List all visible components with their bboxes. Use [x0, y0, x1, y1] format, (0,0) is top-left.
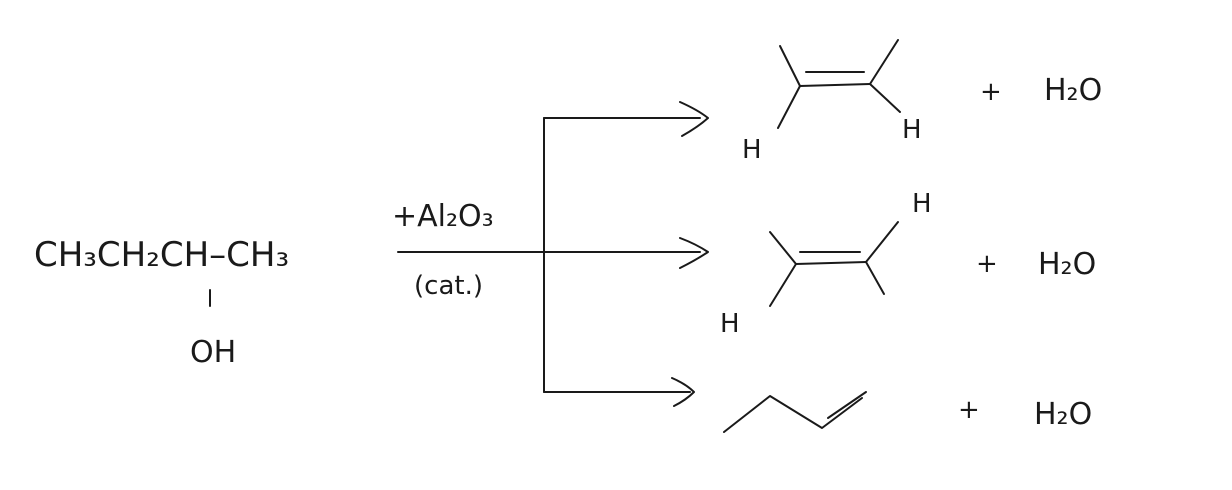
cis-right-h-bond — [869, 83, 901, 113]
catalyst-label: (cat.) — [414, 271, 483, 301]
trans-right-h-bond — [865, 221, 899, 263]
but-1-ene-double-bond — [827, 391, 867, 419]
reactant-formula: CH₃CH₂CH–CH₃ — [34, 235, 289, 275]
bottom-arrowhead — [671, 377, 695, 407]
trans-water: H₂O — [1038, 247, 1096, 282]
but-1-ene-skeleton — [723, 395, 863, 433]
trans-plus: + — [976, 249, 998, 279]
trans-left-h-bond — [769, 263, 797, 307]
cis-right-methyl-bond — [869, 39, 899, 85]
cis-right-h: H — [902, 115, 922, 145]
cis-left-h-bond — [777, 85, 801, 129]
trans-top-h: H — [912, 189, 932, 219]
trans-right-methyl-bond — [865, 261, 885, 295]
top-arrowhead — [679, 101, 709, 137]
cis-water: H₂O — [1044, 73, 1102, 108]
product-cis-butene: H H + H₂O — [742, 39, 1102, 165]
reactant: CH₃CH₂CH–CH₃ OH — [34, 235, 289, 370]
cis-plus: + — [980, 77, 1002, 107]
reactant-substituent: OH — [190, 335, 236, 370]
cis-left-h: H — [742, 135, 762, 165]
butene-plus: + — [958, 395, 980, 425]
butene-water: H₂O — [1034, 397, 1092, 432]
reaction-conditions: +Al₂O₃ (cat.) — [392, 199, 494, 301]
product-but-1-ene: + H₂O — [723, 391, 1092, 433]
product-trans-butene: H H + H₂O — [720, 189, 1096, 339]
middle-arrowhead — [679, 237, 709, 269]
cis-left-methyl-bond — [779, 45, 801, 87]
trans-bottom-h: H — [720, 309, 740, 339]
cis-double-bond-a — [799, 83, 871, 87]
trans-left-methyl-bond — [769, 231, 797, 265]
branching-arrows — [397, 101, 709, 407]
reagent-label: +Al₂O₃ — [392, 199, 494, 234]
trans-double-bond-a — [795, 261, 867, 265]
